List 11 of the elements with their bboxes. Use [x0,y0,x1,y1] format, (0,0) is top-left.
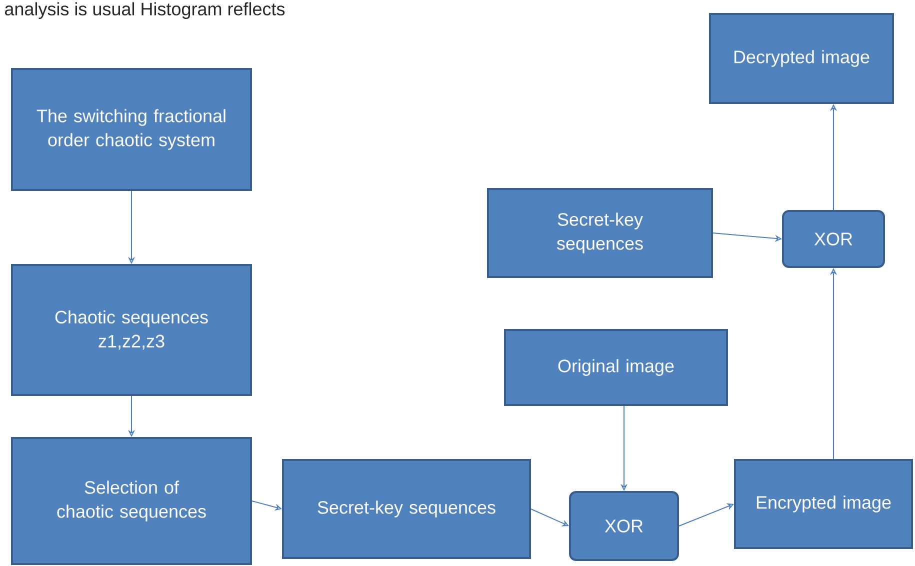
xor-box: XOR [782,210,885,268]
process-box: Chaotic sequences z1,z2,z3 [11,264,252,396]
process-box: Encrypted image [734,459,913,549]
note-text: analysis is usual Histogram reflects [4,2,285,19]
process-box: Secret-key sequences [282,459,531,559]
xor-box: XOR [569,491,679,561]
process-box: Secret-key sequences [487,188,713,278]
process-box: Decrypted image [709,13,894,104]
process-box: Selection of chaotic sequences [11,437,252,565]
process-box: Original image [504,329,728,406]
process-box: The switching fractional order chaotic system [11,68,252,191]
